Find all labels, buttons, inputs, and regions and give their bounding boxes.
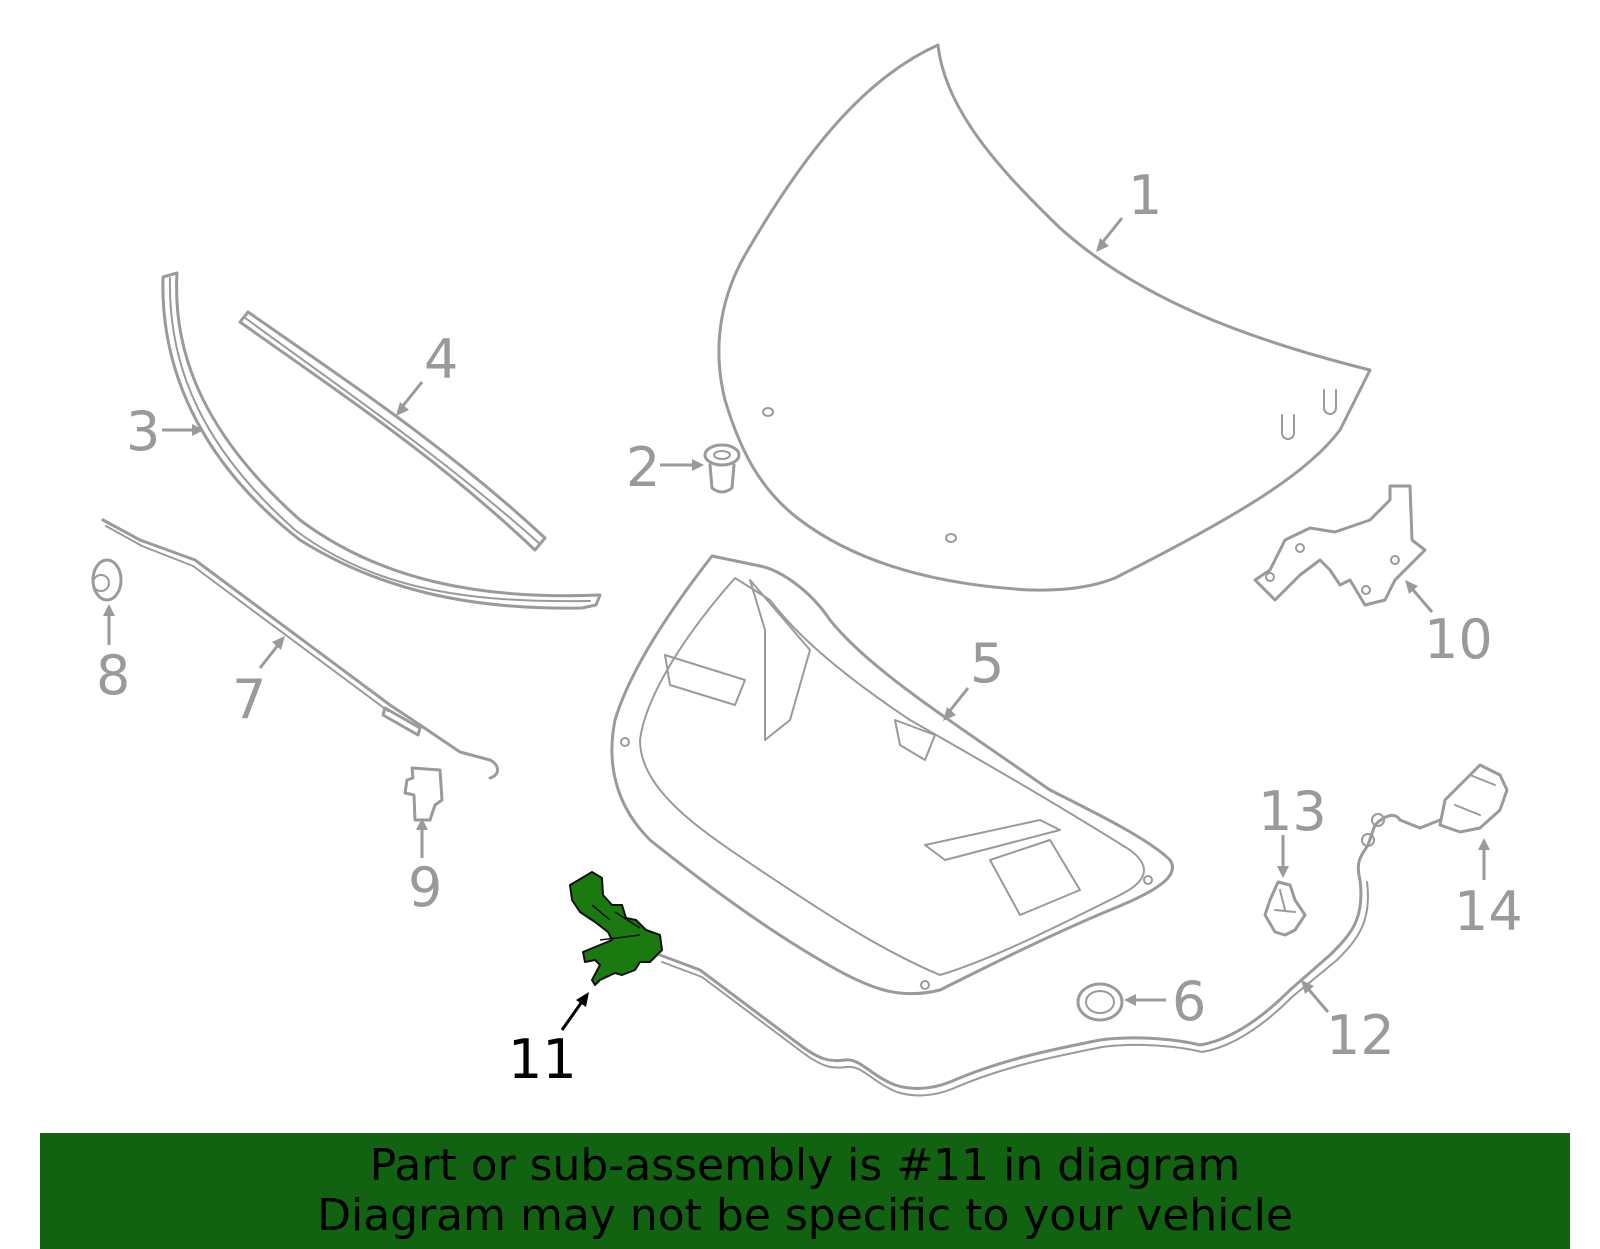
callout-10: 10 [1424, 608, 1493, 671]
part-14-release-handle [1438, 763, 1509, 834]
callout-7: 7 [232, 668, 266, 731]
part-11-hood-latch [569, 871, 663, 986]
part-13-clip [1263, 880, 1307, 937]
callout-11: 11 [508, 1028, 577, 1091]
arrow-1 [1096, 217, 1124, 252]
part-12-release-cable [658, 813, 1442, 1097]
callout-3: 3 [126, 400, 160, 463]
arrow-4 [396, 381, 424, 416]
part-9-holder [403, 766, 444, 822]
callout-2: 2 [626, 436, 660, 499]
part-1-hood [717, 43, 1372, 592]
callout-5: 5 [970, 632, 1004, 695]
callout-4: 4 [424, 328, 458, 391]
banner-line-part: Part or sub-assembly is #11 in diagram [369, 1140, 1241, 1191]
callout-8: 8 [96, 644, 130, 707]
leader-arrows [103, 217, 1490, 1031]
part-10-hinge [1253, 484, 1427, 607]
callout-14: 14 [1454, 880, 1523, 943]
callout-13: 13 [1258, 780, 1327, 843]
part-8-grommet [91, 558, 123, 602]
arrow-11 [560, 992, 589, 1031]
banner-line-disclaimer: Diagram may not be specific to your vehi… [317, 1190, 1293, 1241]
arrow-13 [1277, 835, 1289, 878]
arrow-14 [1478, 838, 1490, 880]
info-banner: Part or sub-assembly is #11 in diagram D… [40, 1133, 1570, 1249]
part-2-clip [703, 443, 741, 494]
arrow-8 [103, 604, 115, 645]
callout-6: 6 [1172, 970, 1206, 1033]
arrow-5 [943, 687, 970, 721]
arrow-7 [258, 636, 285, 669]
arrow-12 [1301, 980, 1330, 1013]
callout-9: 9 [408, 856, 442, 919]
part-3-weatherstrip [161, 271, 602, 610]
arrow-3 [162, 424, 204, 436]
arrow-9 [416, 818, 428, 858]
arrow-2 [660, 459, 704, 471]
callout-12: 12 [1326, 1004, 1395, 1067]
part-7-prop-rod [101, 518, 499, 780]
callout-1: 1 [1128, 164, 1162, 227]
part-4-seal [238, 310, 547, 552]
callout-labels: 1 2 3 4 5 6 7 8 9 10 11 12 13 14 [96, 164, 1523, 1091]
arrow-6 [1124, 994, 1166, 1006]
part-5-insulator [610, 554, 1174, 996]
arrow-10 [1405, 580, 1434, 613]
part-6-grommet [1076, 982, 1124, 1022]
